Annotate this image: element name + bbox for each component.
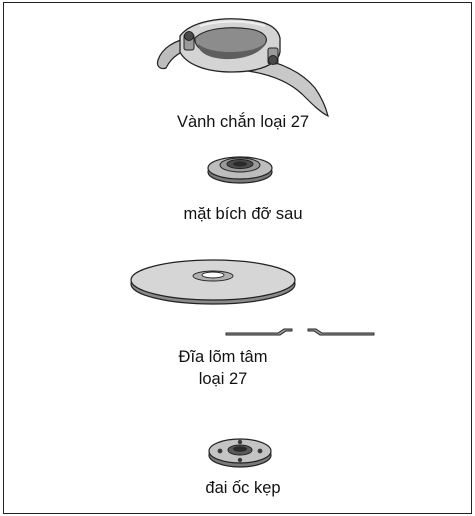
- backing-flange-label: mặt bích đỡ sau: [183, 205, 303, 223]
- guard-label: Vành chắn loại 27: [176, 113, 310, 131]
- clamp-nut-illustration: [208, 438, 272, 468]
- depressed-center-wheel-illustration: [130, 259, 296, 305]
- clamp-nut-label: đai ốc kẹp: [205, 479, 281, 497]
- wheel-label-line2: loại 27: [198, 370, 248, 388]
- backing-flange-illustration: [207, 156, 273, 184]
- wheel-cross-section-icon: [225, 328, 375, 336]
- wheel-guard-illustration: [156, 18, 329, 118]
- wheel-label-line1: Đĩa lõm tâm: [178, 348, 268, 366]
- diagram-frame: [3, 2, 472, 514]
